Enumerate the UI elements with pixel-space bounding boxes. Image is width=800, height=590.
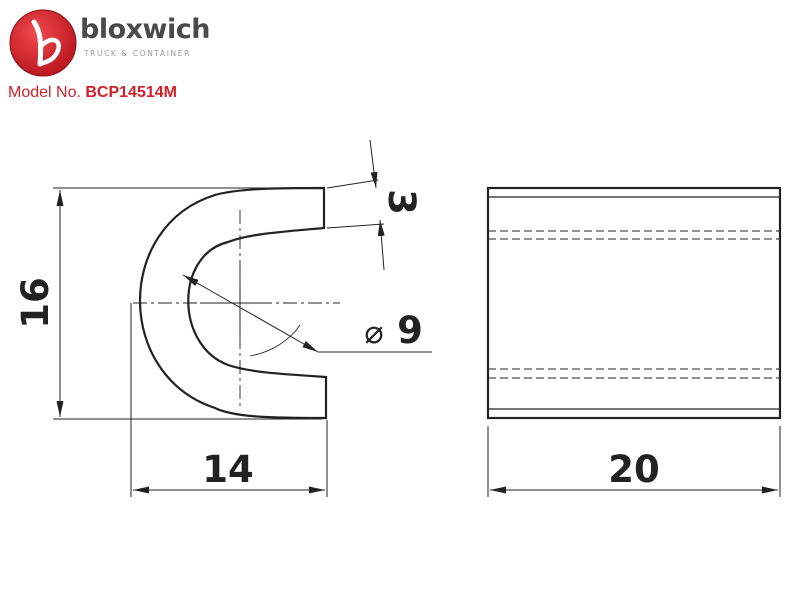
u-channel-outline — [139, 186, 328, 420]
diameter-arc — [249, 324, 301, 357]
model-number: BCP14514M — [85, 84, 177, 101]
front-view — [133, 186, 432, 420]
model-label: Model No. — [8, 84, 81, 101]
hidden-lines — [488, 230, 780, 379]
height-dimension-text: 16 — [14, 277, 57, 329]
brand-name: bloxwich — [80, 14, 210, 45]
thickness-dimension-text: 3 — [380, 189, 423, 215]
logo-icon — [9, 9, 77, 77]
length-dimension-text: 20 — [608, 448, 660, 491]
diameter-leader — [182, 274, 319, 353]
brand-tagline: TRUCK & CONTAINER — [84, 49, 191, 58]
height-dimension — [53, 187, 322, 420]
diameter-symbol: ⌀ — [364, 313, 383, 351]
side-view-outline — [486, 186, 782, 420]
side-view — [486, 186, 782, 420]
width-dimension — [130, 303, 328, 497]
length-dimension — [487, 426, 781, 497]
thickness-dimension — [326, 139, 385, 271]
model-number-line: Model No. BCP14514M — [8, 85, 177, 101]
width-dimension-text: 14 — [202, 448, 254, 491]
diameter-dimension-text: 9 — [397, 309, 423, 352]
